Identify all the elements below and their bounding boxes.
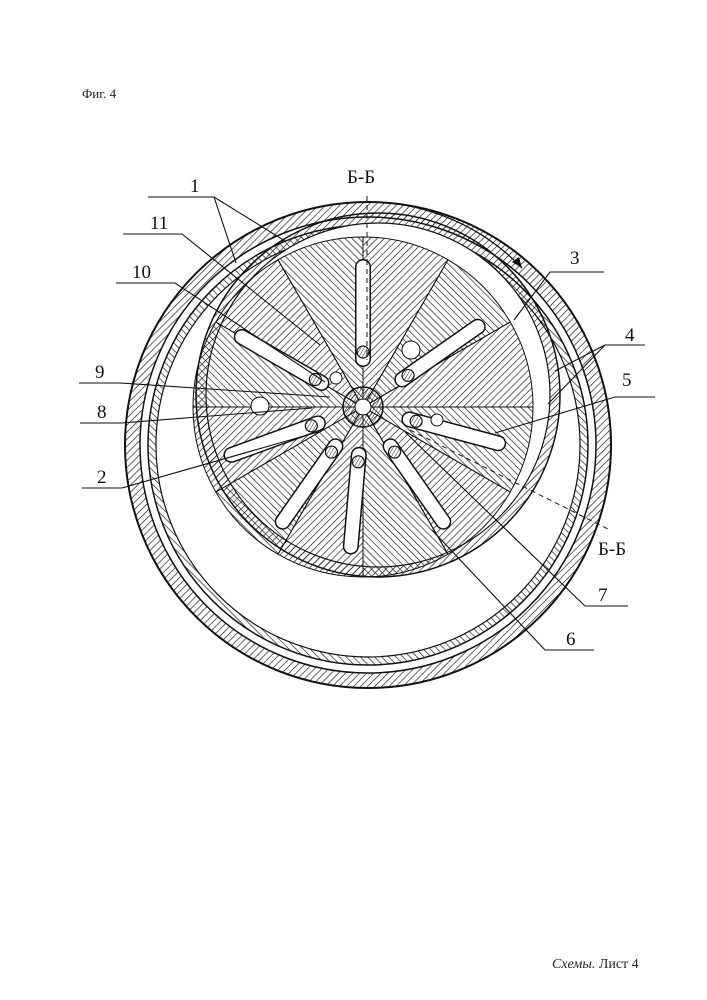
slot xyxy=(351,455,359,547)
callout-1: 1 xyxy=(190,176,200,197)
scheme-label: Схемы. xyxy=(552,957,595,972)
callout-4: 4 xyxy=(625,325,635,346)
hole xyxy=(431,414,443,426)
callout-8: 8 xyxy=(97,402,107,423)
callout-5: 5 xyxy=(622,370,632,391)
section-mark-right: Б-Б xyxy=(598,539,626,560)
callout-6: 6 xyxy=(566,629,576,650)
central-hub-inner xyxy=(355,399,371,415)
callout-3: 3 xyxy=(570,248,580,269)
pin xyxy=(410,415,422,427)
pin xyxy=(389,446,401,458)
pin xyxy=(305,420,317,432)
callout-11: 11 xyxy=(150,213,168,234)
callout-10: 10 xyxy=(132,262,151,283)
callout-2: 2 xyxy=(97,467,107,488)
pin xyxy=(325,446,337,458)
section-mark-top: Б-Б xyxy=(347,167,375,188)
sheet-label: Лист 4 xyxy=(599,957,639,972)
callout-7: 7 xyxy=(598,585,608,606)
hole xyxy=(402,341,420,359)
sheet-footer: Схемы. Лист 4 xyxy=(552,957,639,973)
pin xyxy=(352,456,364,468)
callout-9: 9 xyxy=(95,362,105,383)
hole xyxy=(330,372,342,384)
pin xyxy=(402,369,414,381)
